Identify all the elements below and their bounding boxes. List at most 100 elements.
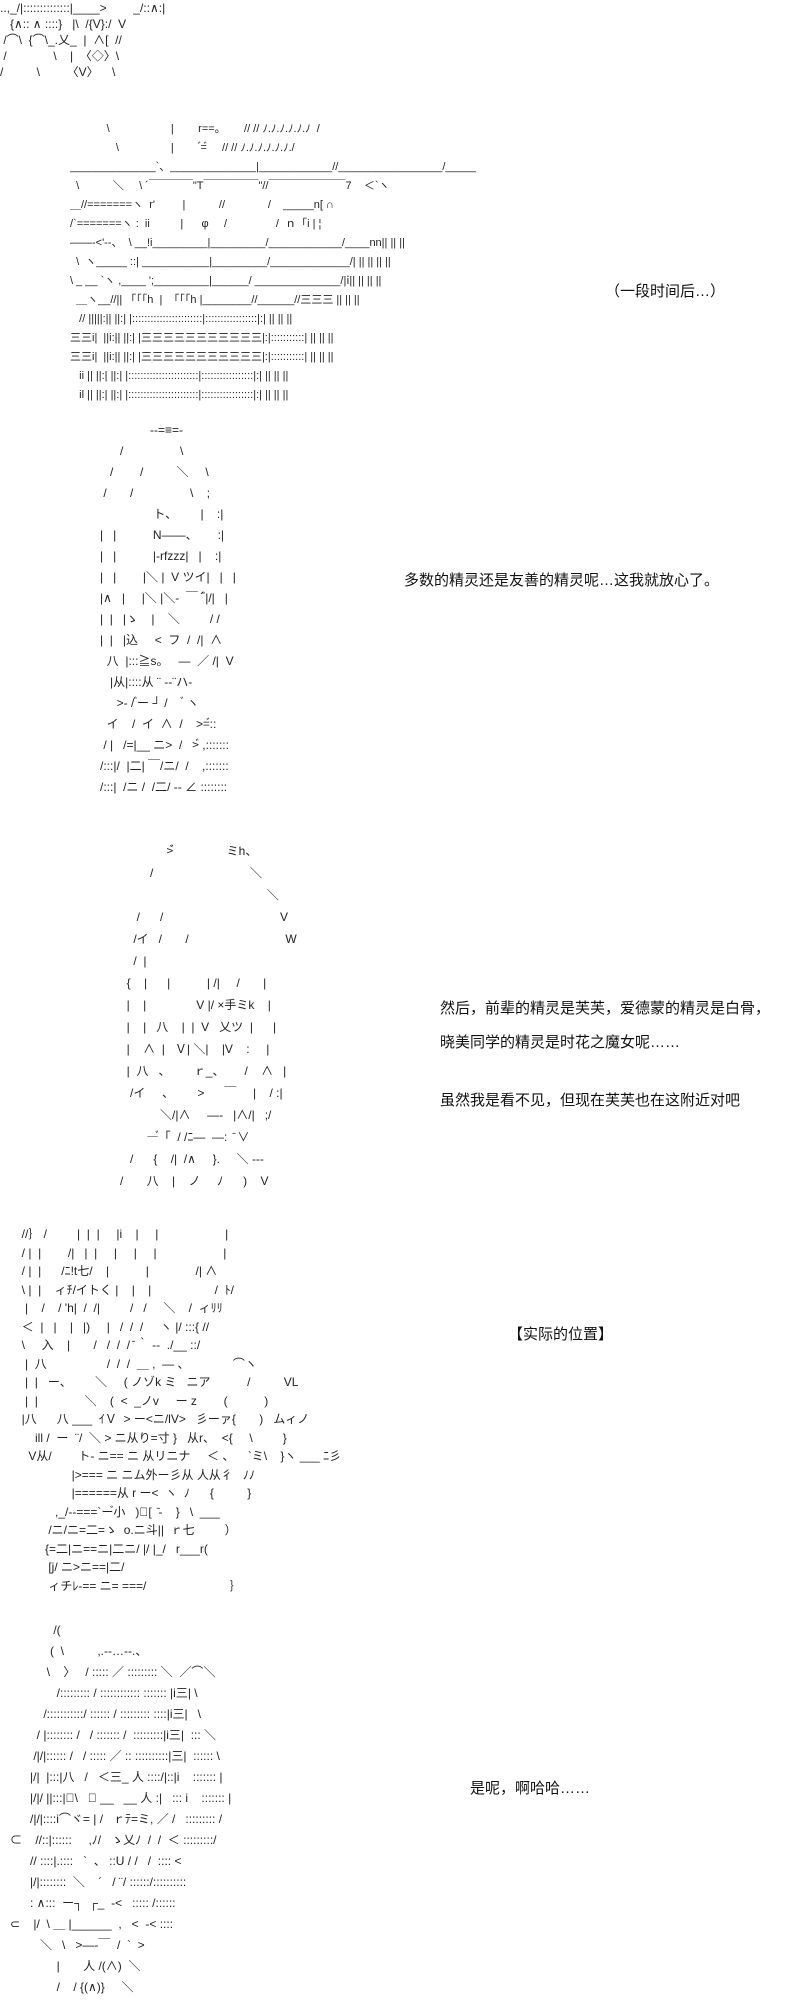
aa-art-line: |>=== ニ ニム外ー彡从 人从彳 ﾉﾉ xyxy=(15,1467,255,1482)
aa-art-line: /|/|::::i⌒ヾ= | / ｒﾃ=ミ, ／ / ::::::::: / xyxy=(0,1812,223,1826)
aa-art-line: | 八 / / / ＿ , ― 、 ⌒ヽ xyxy=(15,1356,257,1371)
aa-art-line: ――-<'--、 \ __!i_________|_________/_____… xyxy=(70,237,405,249)
aa-art-line: \ 〉 / ::::: ／ ::::::::: ＼ ／⌒＼ xyxy=(0,1665,216,1679)
dialogue-line: 多数的精灵还是友善的精灵呢…这我就放心了。 xyxy=(404,572,720,589)
aa-art-line: /:::| /ニ / /二/ -- ∠ :::::::: xyxy=(80,780,228,794)
aa-art-line: |/|/ ||:::|ﾟ\ ＿ __ __ 人 :| ::: i :::::::… xyxy=(0,1791,232,1805)
aa-art-line: | 八 、 ｒ_、 / ∧ | xyxy=(100,1064,287,1078)
aa-art-line: 三三i| ||i:|| ||:| |三三三三三三三三三三三|:|::::::::… xyxy=(70,351,334,363)
aa-art-line: ,_/--===`ー゙小 )゙[ ̄‐ } \ ___ xyxy=(15,1504,220,1519)
aa-art-line: | ∧ | Ｖ| ＼| |V : | xyxy=(100,1042,270,1056)
aa-art-line: ＿//=======ヽ r' | // / _____n[ ∩ xyxy=(70,199,334,211)
aa-art-line: --=≡=- xyxy=(80,423,184,437)
aa-art-line: / \ xyxy=(80,444,184,458)
aa-art-line: / / ＼ \ xyxy=(80,465,209,479)
aa-art-line: ii || ||:| ||:| |:::::::::::::::::::::::… xyxy=(70,370,289,382)
aa-art-line: |∧ | |＼ |＼- ￣´゙|/| | xyxy=(80,591,228,605)
aa-art-line: / / V xyxy=(100,910,289,924)
aa-art-line: \ ヽ_____ ::| ___________|_________/_____… xyxy=(70,256,391,268)
aa-art-line: ト、 | :| xyxy=(80,507,224,521)
aa-art-line: / | /=|__ ニ> / >゙ ,::::::: xyxy=(80,738,229,752)
aa-art-line: |/| |:::|八 / ＜三_ 人 ::::/|::|i ::::::: | xyxy=(0,1770,223,1784)
aa-art-line: >- / ゙ー ┘ / ゙ ヽ xyxy=(80,696,199,710)
aa-art-line: /::::::::: / :::::::::::: ::::::: |i三| \ xyxy=(0,1686,198,1700)
aa-art-line: \ | ゙=゙ // // ﾉ.ﾉ.ﾉ.ﾉ.ﾉ.ﾉ./ xyxy=(70,142,295,154)
aa-art-line: / | | /ﾆ!t七/ | | /| ∧ xyxy=(15,1264,218,1278)
aa-art-line: il || ||:| ||:| |:::::::::::::::::::::::… xyxy=(70,389,289,401)
aa-art-line: {∧:: ∧ ::::} |\ /{V}:/ V xyxy=(0,17,127,31)
aa-art-line: { | | | /| / | xyxy=(100,976,267,990)
aa-art-line: ―゙「 / /ﾆ― ―: ̄ ∨ xyxy=(100,1130,250,1144)
aa-art-line: /イ 、 > ￣ | / :| xyxy=(100,1086,283,1100)
aa-art-panel-1: ..,_/|::::::::::::::|____> _/::∧:| {∧:: … xyxy=(0,0,165,80)
aa-art-panel-2-classroom: \ | r==。 // // ﾉ.ﾉ.ﾉ.ﾉ.ﾉ.ﾉ / \ | ゙=゙ // … xyxy=(70,120,476,405)
dialogue-line: 然后，前辈的精灵是芙芙，爱德蒙的精灵是白骨， xyxy=(440,1000,771,1017)
aa-art-line: /|/|:::::: / / ::::: ／ :: ::::::::::|三| … xyxy=(0,1749,220,1763)
aa-art-line: \ ＼ \ ´￣￣￣￣"T￣￣￣￣￣"//￣￣￣￣￣￣￣7 ＜`ヽ xyxy=(70,180,390,192)
aa-art-line: | | N――、 :| xyxy=(80,528,225,542)
aa-art-line: ＜ | | | |) | / / / ヽ |/ :::{ // xyxy=(15,1319,210,1334)
aa-art-line: \ | r==。 // // ﾉ.ﾉ.ﾉ.ﾉ.ﾉ.ﾉ / xyxy=(70,123,320,135)
aa-art-line: |======从 r ー< ヽ ﾉ { } xyxy=(15,1486,252,1500)
aa-art-line: イ / イ ∧ / >=゙:: xyxy=(80,717,217,731)
aa-art-line: /( xyxy=(0,1623,61,1637)
aa-art-line: | | |込 < フ / /| ∧ xyxy=(80,633,223,647)
aa-art-line: ＼ \ >―‐￣ / ` > xyxy=(0,1938,145,1952)
aa-art-line: ＼/|∧ ―‐ |∧/| ;/ xyxy=(100,1108,272,1122)
aa-art-panel-3-character: --=≡=- / \ / / ＼ \ / / \ ; ト、 | :| | | N… xyxy=(80,420,236,798)
caption-actual-position: 【实际的位置】 xyxy=(508,1326,614,1343)
aa-art-panel-4-character: >゙゙゙ ミh、 / ＼ ＼ / / V /イ / / xyxy=(100,840,297,1192)
aa-art-line: / \ 〈V〉 \ xyxy=(0,65,116,79)
aa-art-line: | 人 /(∧) ＼ xyxy=(0,1959,141,1973)
aa-art-line: >゙゙゙ ミh、 xyxy=(100,844,258,858)
aa-art-line: / | | /| | | | | | | xyxy=(15,1245,227,1260)
aa-art-line: [j/ ニ>ニ==|二/ xyxy=(15,1560,125,1574)
aa-art-line: | | |-rfzzz| | :| xyxy=(80,549,222,563)
aa-art-line: \ 入 | / / / / ̄ ｀ ‐- ./__ ::/ xyxy=(15,1338,201,1352)
aa-art-line: /⌒\ {⌒\_.乂_ | ∧[ // xyxy=(0,33,122,47)
aa-art-line: /:::|/ |二| ￣/ニ/ / ,::::::: xyxy=(80,759,229,773)
aa-art-panel-5-scene: //｝ / | | | |i | | | / | | /| | | | | | … xyxy=(15,1225,341,1595)
aa-art-line: ＿ヽ__//|| 「「「h | 「「「h |________//______//… xyxy=(70,294,360,306)
aa-art-line: : ∧::: ー┐ ┌_ ‐< ::::: /:::::: xyxy=(0,1896,176,1910)
aa-art-line: / | xyxy=(100,954,147,968)
dialogue-line: 是呢，啊哈哈…… xyxy=(470,1780,591,1797)
aa-art-line: |八 八 ___ ｲＶ > ー<ニ/lV> 彡ーァ{ ) ムィノ xyxy=(15,1412,310,1426)
aa-art-line: 三三i| ||i:|| ||:| |三三三三三三三三三三三|:|::::::::… xyxy=(70,332,334,344)
aa-art-line: |/|:::::::: ＼ ´ / ¨/ ::::::/:::::::::: xyxy=(0,1875,187,1889)
aa-art-line: / \ | 〈◇〉\ xyxy=(0,49,120,63)
aa-art-line: {=二|ニ==ニ|二ニ/ |/ |_/ r___r( xyxy=(15,1541,208,1556)
aa-art-line: | | ー、 ＼ ( ノゾk ミ ニア / VL xyxy=(15,1375,299,1389)
aa-art-line: ィチﾚ-== ニ= ===/ ｝ xyxy=(15,1578,242,1593)
aa-art-panel-6-character: /( ( \ ,.-‐…‐-.、 \ 〉 / ::::: ／ :::::::::… xyxy=(0,1620,231,1998)
aa-art-line: ⊂ |/ \ ＿ |______ , < ‐< :::: xyxy=(0,1917,174,1931)
aa-art-line: / |:::::::: / / ::::::: / :::::::::|i三| … xyxy=(0,1728,217,1742)
aa-art-line: / ＼ xyxy=(100,866,263,880)
caption-time-skip: （一段时间后…） xyxy=(605,283,726,300)
aa-art-line: | / / 'h| / /| / / ＼ / ィﾘﾘ xyxy=(15,1301,223,1315)
aa-art-line: // |||||:|| ||:| |::::::::::::::::::::::… xyxy=(70,313,293,325)
aa-art-line: ..,_/|::::::::::::::|____> _/::∧:| xyxy=(0,1,166,15)
aa-art-line: ( \ ,.-‐…‐-.、 xyxy=(0,1644,148,1658)
aa-art-line: / / {(∧)} ＼ xyxy=(0,1980,134,1994)
aa-art-line: \ _ __ `ヽ ,____ ';_________|______/ ____… xyxy=(70,275,382,287)
aa-art-line: ⊂ //::|:::::: ,ﾉ/ ゝ乂ﾉ / / ＜ :::::::::/ xyxy=(0,1833,217,1847)
aa-art-line: | | V |/ ×手ミk | xyxy=(100,998,271,1012)
aa-art-line: 八 |:::≧s。 ― ／ /| V xyxy=(80,654,234,668)
aa-art-line: | | |＼ | V ツイ| | | xyxy=(80,570,236,584)
aa-art-line: /:::::::::::/ :::::: / ::::::::: ::::|i三… xyxy=(0,1707,201,1721)
aa-art-line: /イ / / W xyxy=(100,932,297,946)
aa-art-line: V从/ ト‐ ニ== ニ 从リニナ ＜ 、 `ミ\ }ヽ ___ ﾆ彡 xyxy=(15,1449,342,1463)
aa-art-line: |从|::::从 ¨ ‐-¨ハ- xyxy=(80,675,193,689)
aa-art-line: ______________`、______________|_________… xyxy=(70,161,476,173)
aa-art-line: /ニ/ニ=二=ゝ o.ニ斗|| ｒ七 ） xyxy=(15,1523,237,1537)
dialogue-line: 晓美同学的精灵是时花之魔女呢…… xyxy=(440,1034,681,1051)
aa-art-line: /`=======ヽ : ii | φ / / ｎ「i | ¦ xyxy=(70,218,322,230)
aa-art-line: / { /| /∧ }. ＼ --- xyxy=(100,1152,264,1166)
aa-art-line: | | 八 | | V 乂ツ | | xyxy=(100,1020,277,1034)
aa-art-line: ill / ー ¨/ ＼ > ニ从り=寸 } 从r、 <{ \ } xyxy=(15,1430,287,1445)
aa-art-line: \ | | ィﾁ/イトく | | | / ﾄ/ xyxy=(15,1282,234,1297)
aa-art-line: / 八 | ノ ﾉ ) V xyxy=(100,1174,269,1188)
aa-art-line: // ::::|.:::: ` 、 ::U / / / :::: < xyxy=(0,1854,182,1868)
aa-art-line: //｝ / | | | |i | | | xyxy=(15,1227,229,1241)
